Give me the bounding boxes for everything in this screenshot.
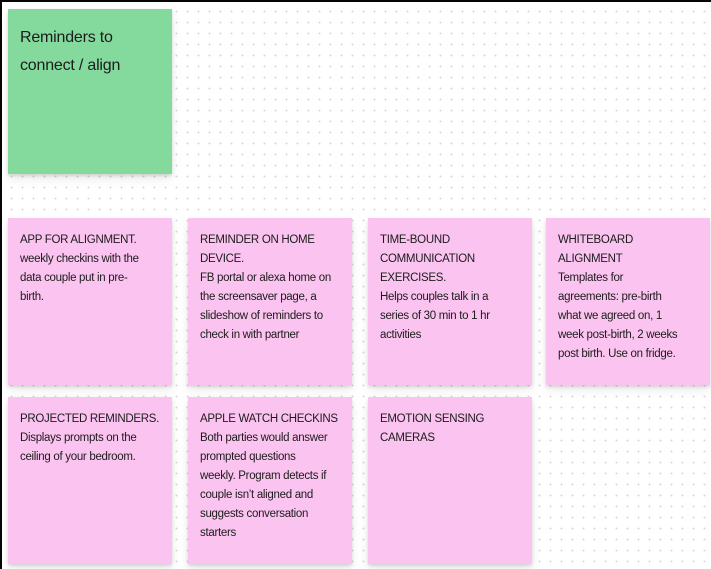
sticky-note-time-bound-exercises[interactable]: TIME-BOUND COMMUNICATION EXERCISES. Help… [368,218,532,385]
sticky-note-reminder-home-device[interactable]: REMINDER ON HOME DEVICE. FB portal or al… [188,218,352,385]
sticky-note-text: REMINDER ON HOME DEVICE. FB portal or al… [200,234,331,341]
sticky-note-text: PROJECTED REMINDERS. Displays prompts on… [20,413,160,463]
sticky-note-title[interactable]: Reminders to connect / align [8,9,172,174]
sticky-note-text: EMOTION SENSING CAMERAS [380,413,485,444]
sticky-note-text: APP FOR ALIGNMENT. weekly checkins with … [20,234,139,303]
sticky-note-text: APPLE WATCH CHECKINS Both parties would … [200,413,338,539]
sticky-note-text: WHITEBOARD ALIGNMENT Templates for agree… [558,234,678,360]
sticky-note-app-for-alignment[interactable]: APP FOR ALIGNMENT. weekly checkins with … [8,218,172,385]
sticky-note-projected-reminders[interactable]: PROJECTED REMINDERS. Displays prompts on… [8,397,172,564]
sticky-note-text: Reminders to connect / align [20,29,121,74]
sticky-note-text: TIME-BOUND COMMUNICATION EXERCISES. Help… [380,234,490,341]
sticky-note-whiteboard-alignment[interactable]: WHITEBOARD ALIGNMENT Templates for agree… [546,218,710,385]
sticky-note-apple-watch-checkins[interactable]: APPLE WATCH CHECKINS Both parties would … [188,397,352,564]
sticky-note-emotion-sensing-cameras[interactable]: EMOTION SENSING CAMERAS [368,397,532,564]
